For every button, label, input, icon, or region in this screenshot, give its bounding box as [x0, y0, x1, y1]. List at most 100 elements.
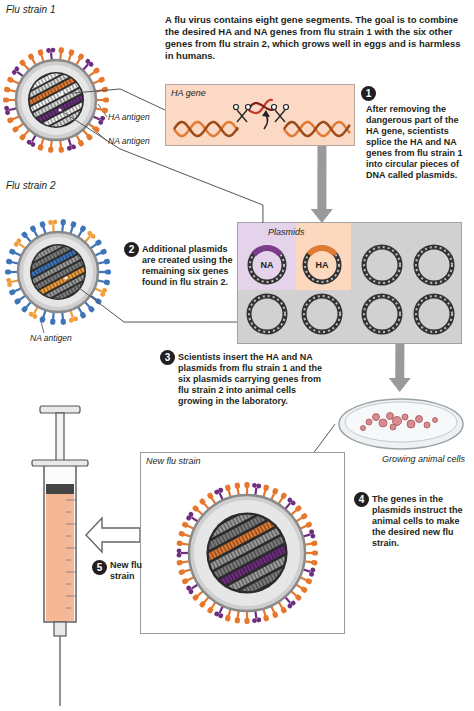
- plasmid-ring: [364, 247, 400, 283]
- spike-head: [58, 146, 64, 153]
- spike-head: [100, 248, 108, 255]
- gene-panel: HA gene: [165, 84, 355, 146]
- helix-stripe: [37, 272, 94, 302]
- spike-ring: [5, 219, 111, 325]
- spike-head: [280, 492, 288, 500]
- graduation-tick: [66, 548, 76, 549]
- spike-head: [225, 484, 232, 491]
- node-label: NA: [255, 260, 279, 271]
- connector-line: [124, 322, 237, 323]
- helix-stripe: [32, 94, 89, 124]
- spike-head: [280, 606, 288, 614]
- gene-segment: [207, 532, 292, 582]
- antigen-label: NA antigen: [30, 333, 90, 343]
- node-label: Flu strain 2: [6, 180, 96, 192]
- plasmid-twist: [304, 296, 340, 332]
- helix-stripe: [222, 561, 304, 605]
- spike-head: [263, 615, 270, 622]
- leader-dot: [64, 276, 67, 279]
- spike-head: [88, 305, 96, 313]
- spike-head: [177, 548, 182, 553]
- spike-head: [181, 521, 189, 528]
- spike-head: [48, 220, 53, 225]
- spike-head: [21, 305, 29, 313]
- graduation-tick: [66, 536, 71, 537]
- virus-node: Flu strain 2: [2, 180, 124, 330]
- spike-head: [188, 511, 195, 518]
- animal-cell: [373, 414, 380, 421]
- illustration-g: [18, 234, 98, 309]
- spike-head: [13, 65, 20, 72]
- lift-arrow-head: [262, 110, 270, 117]
- step-text: Scientists insert the HA and NA plasmids…: [178, 352, 330, 407]
- dna-strand: [174, 122, 238, 136]
- spike-head: [7, 117, 15, 124]
- spike-head: [312, 550, 318, 555]
- virus-membrane: [16, 60, 96, 140]
- virus-box: New flu strain: [140, 452, 345, 634]
- gene-segment: [31, 92, 90, 126]
- spike-head: [79, 311, 87, 319]
- dna-strand: [284, 122, 350, 136]
- leader-line: [66, 278, 124, 322]
- spike-head: [12, 126, 20, 134]
- flow-arrow: [317, 146, 326, 209]
- plasmid-insert: [251, 245, 282, 256]
- spike-head: [66, 145, 72, 151]
- gene-segment: [30, 258, 89, 292]
- scissors-blade: [275, 110, 285, 122]
- scissors-icon: [234, 105, 251, 123]
- spike-head: [77, 139, 85, 147]
- spike-head: [9, 289, 17, 296]
- plasmid-twist: [364, 296, 400, 332]
- scissors-icon: [272, 105, 289, 123]
- spike-head: [19, 133, 27, 141]
- scissors-blade: [237, 110, 247, 122]
- spike-head: [79, 225, 87, 233]
- spike-head: [272, 487, 279, 495]
- antigen-label: NA antigen: [108, 136, 160, 146]
- spike-head: [244, 482, 249, 488]
- spike-head: [214, 611, 220, 617]
- helix-stripe: [39, 105, 96, 135]
- lift-arrow: [264, 115, 268, 129]
- spike-head: [300, 586, 308, 594]
- spike-head: [244, 618, 249, 624]
- spike-head: [50, 47, 55, 52]
- spike-head: [14, 298, 22, 306]
- spike-head: [6, 277, 12, 283]
- spike-head: [68, 317, 74, 323]
- removed-segment: [247, 99, 275, 114]
- spike-head: [234, 482, 240, 489]
- plasmid-twist: [249, 296, 285, 332]
- spike-head: [15, 237, 22, 244]
- spike-head: [234, 617, 240, 624]
- spike-head: [6, 258, 13, 264]
- animal-cell: [424, 422, 430, 428]
- graduation-tick: [66, 524, 76, 525]
- gene-segment: [28, 86, 87, 120]
- dna-strand: [247, 99, 275, 114]
- finger-flange: [32, 460, 88, 466]
- callout-number: 5: [92, 560, 107, 575]
- vaccine-liquid: [46, 494, 74, 621]
- syringe-barrel: [44, 462, 76, 622]
- node-shape: [2, 180, 124, 330]
- graduation-tick: [66, 608, 71, 609]
- spike-head: [29, 225, 37, 233]
- spike-head: [252, 483, 257, 488]
- scissors-blade: [237, 110, 247, 122]
- dna-strand: [247, 99, 275, 114]
- connector-line: [314, 424, 335, 452]
- spike-head: [185, 585, 192, 592]
- step-text: Additional plasmids are created using th…: [142, 244, 236, 288]
- step-text: New flu strain: [110, 560, 146, 582]
- spike-head: [305, 578, 313, 585]
- spike-head: [218, 487, 224, 493]
- intro-text: A flu virus contains eight gene segments…: [165, 14, 465, 62]
- step-text: After removing the dangerous part of the…: [366, 104, 468, 181]
- gene-segment: [220, 558, 305, 608]
- spike-head: [199, 600, 207, 608]
- spike-head: [37, 144, 44, 151]
